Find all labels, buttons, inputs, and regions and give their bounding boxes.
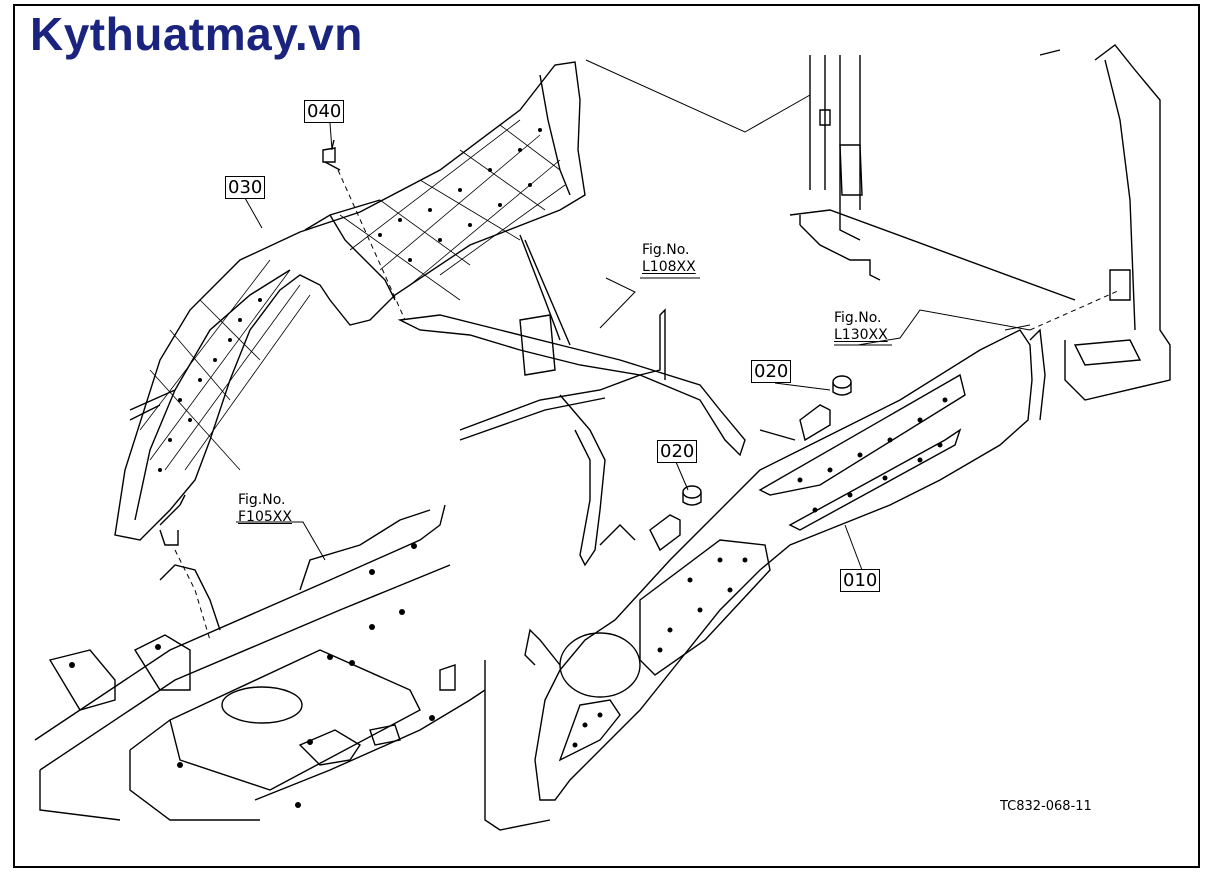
bolt-040 <box>322 139 406 321</box>
nut-020-upper <box>832 375 852 396</box>
callout-020-upper[interactable]: 020 <box>751 360 792 383</box>
brand-watermark: Kythuatmay.vn <box>30 8 363 60</box>
figure-ref-l108[interactable]: Fig.No. L108XX <box>642 242 696 276</box>
figure-ref-label: Fig.No. <box>834 310 882 326</box>
chassis-frame <box>34 504 551 831</box>
nut-020-lower <box>682 485 702 506</box>
mount-brackets <box>649 404 831 552</box>
figure-ref-label: Fig.No. <box>642 242 690 258</box>
callout-030[interactable]: 030 <box>225 176 266 199</box>
rear-frame <box>789 44 1171 401</box>
figure-ref-l130[interactable]: Fig.No. L130XX <box>834 310 888 344</box>
figure-ref-number: L108XX <box>642 259 696 275</box>
figure-ref-f105[interactable]: Fig.No. F105XX <box>238 492 292 526</box>
callout-040[interactable]: 040 <box>304 100 345 123</box>
figure-ref-label: Fig.No. <box>238 492 286 508</box>
callout-010[interactable]: 010 <box>840 569 881 592</box>
figure-ref-number: L130XX <box>834 327 888 343</box>
callout-020-lower[interactable]: 020 <box>657 440 698 463</box>
grille-panel-030 <box>114 61 586 546</box>
step-panel-010 <box>524 324 1046 801</box>
drawing-number: TC832-068-11 <box>1000 799 1092 814</box>
diagram-border <box>13 4 1200 868</box>
figure-ref-number: F105XX <box>238 509 292 525</box>
support-bracket <box>397 234 746 567</box>
leader-lines <box>174 59 1121 641</box>
